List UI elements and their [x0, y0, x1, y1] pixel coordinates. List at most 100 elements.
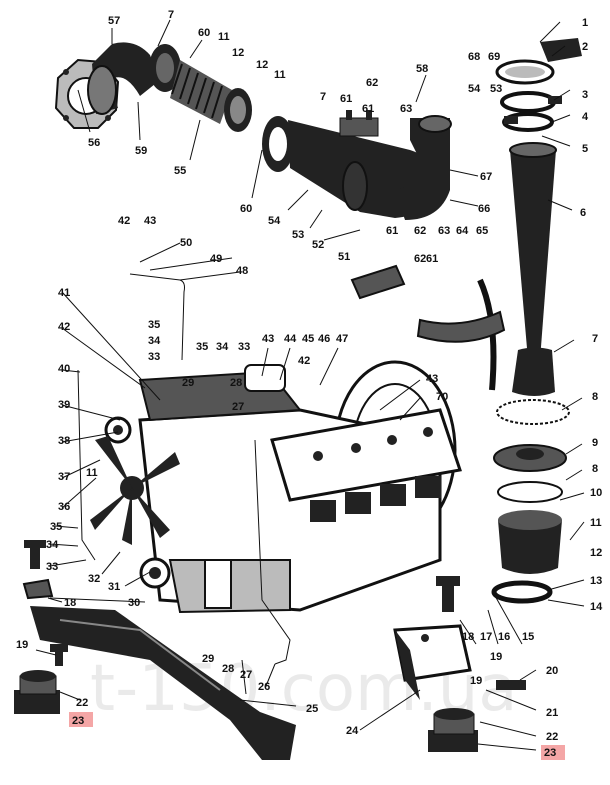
- fuel-line-26: [254, 439, 291, 665]
- fuel-line-33: [77, 369, 96, 561]
- part-number-label: 14: [590, 601, 603, 613]
- part-number-label: 23: [72, 715, 84, 727]
- part-number-label: 19: [490, 651, 502, 663]
- part-number-label: 38: [58, 435, 70, 447]
- part-number-label: 28: [230, 377, 242, 389]
- exhaust-flange-60: [262, 116, 294, 172]
- part-number-label: 35: [196, 341, 208, 353]
- part-number-label: 65: [476, 225, 488, 237]
- part-number-label: 29: [182, 377, 194, 389]
- intake-clamp-4: [502, 112, 554, 132]
- highlight-box-23-right: [541, 745, 565, 760]
- part-number-label: 60: [198, 27, 210, 39]
- part-number-label: 3: [582, 89, 588, 101]
- part-number-label: 10: [590, 487, 602, 499]
- part-number-label: 2: [582, 41, 588, 53]
- part-number-label: 54: [468, 83, 481, 95]
- part-number-label: 28: [222, 663, 234, 675]
- intake-gasket-8b: [497, 481, 563, 503]
- part-number-label: 41: [58, 287, 70, 299]
- part-number-label: 56: [88, 137, 100, 149]
- intake-clamp-13: [491, 580, 553, 604]
- part-number-label: 34: [46, 539, 59, 551]
- part-number-label: 23: [544, 747, 556, 759]
- flexible-bellows-pipe: [170, 60, 252, 132]
- strap-bracket-64: [416, 310, 506, 343]
- part-number-label: 29: [202, 653, 214, 665]
- bolt-22-left: [50, 644, 68, 666]
- part-number-label: 46: [318, 333, 330, 345]
- part-number-label: 62: [414, 253, 426, 265]
- part-number-label: 7: [592, 333, 598, 345]
- part-number-label: 49: [210, 253, 222, 265]
- part-number-label: 64: [456, 225, 469, 237]
- part-number-label: 51: [338, 251, 350, 263]
- bolt-20-right: [496, 680, 526, 690]
- part-number-label: 12: [232, 47, 244, 59]
- leader-lines: [35, 19, 585, 751]
- part-number-label: 61: [386, 225, 398, 237]
- part-number-label: 62: [414, 225, 426, 237]
- part-number-label: 45: [302, 333, 314, 345]
- part-number-label: 61: [340, 93, 352, 105]
- fuel-line-48: [129, 273, 185, 361]
- part-number-label: 35: [148, 319, 160, 331]
- part-number-label: 68: [468, 51, 480, 63]
- part-number-label: 20: [546, 665, 558, 677]
- part-number-label: 50: [180, 237, 192, 249]
- intake-gasket-8: [496, 399, 570, 425]
- part-number-label: 33: [46, 561, 58, 573]
- exhaust-muffler-pipe: [288, 115, 452, 220]
- part-number-label: 35: [50, 521, 62, 533]
- washer-18-left: [22, 578, 54, 600]
- bolt-35-left: [24, 540, 46, 569]
- rear-mount-bracket-24: [393, 624, 472, 700]
- part-number-label: 19: [470, 675, 482, 687]
- intake-stack-pipe: [509, 142, 557, 396]
- part-number-label: 47: [336, 333, 348, 345]
- part-number-label: 25: [306, 703, 318, 715]
- intake-flange-9: [493, 444, 567, 472]
- part-number-label: 27: [232, 401, 244, 413]
- part-number-label: 26: [258, 681, 270, 693]
- part-number-label: 18: [64, 597, 76, 609]
- part-number-label: 61: [426, 253, 438, 265]
- part-number-label: 9: [592, 437, 598, 449]
- part-number-label: 59: [135, 145, 147, 157]
- front-engine-support-beam: [30, 606, 296, 760]
- part-number-label: 55: [174, 165, 186, 177]
- part-number-label: 66: [478, 203, 490, 215]
- rubber-mount-left: [14, 670, 60, 714]
- part-number-label: 43: [262, 333, 274, 345]
- part-number-label: 11: [218, 31, 230, 43]
- part-number-label: 27: [240, 669, 252, 681]
- part-number-label: 11: [590, 517, 602, 529]
- part-number-label: 11: [274, 69, 286, 81]
- part-number-label: 6: [580, 207, 586, 219]
- part-number-label: 8: [592, 463, 598, 475]
- part-number-label: 21: [546, 707, 558, 719]
- part-number-label: 4: [582, 111, 589, 123]
- part-number-label: 53: [292, 229, 304, 241]
- part-number-label: 12: [256, 59, 268, 71]
- part-number-label: 5: [582, 143, 588, 155]
- part-number-label: 1: [582, 17, 588, 29]
- part-number-label: 42: [118, 215, 130, 227]
- intake-cap: [495, 38, 582, 85]
- part-number-label: 8: [592, 391, 598, 403]
- part-number-label: 42: [58, 321, 70, 333]
- part-number-label: 15: [522, 631, 534, 643]
- exhaust-clamp-ring: [149, 44, 181, 92]
- part-number-label: 17: [480, 631, 492, 643]
- part-number-label: 43: [144, 215, 156, 227]
- part-number-label: 62: [366, 77, 378, 89]
- part-number-label: 30: [128, 597, 140, 609]
- part-number-label: 22: [76, 697, 88, 709]
- engine-block: [104, 360, 462, 614]
- part-number-label: 44: [284, 333, 297, 345]
- part-number-label: 12: [590, 547, 602, 559]
- part-number-label: 16: [498, 631, 510, 643]
